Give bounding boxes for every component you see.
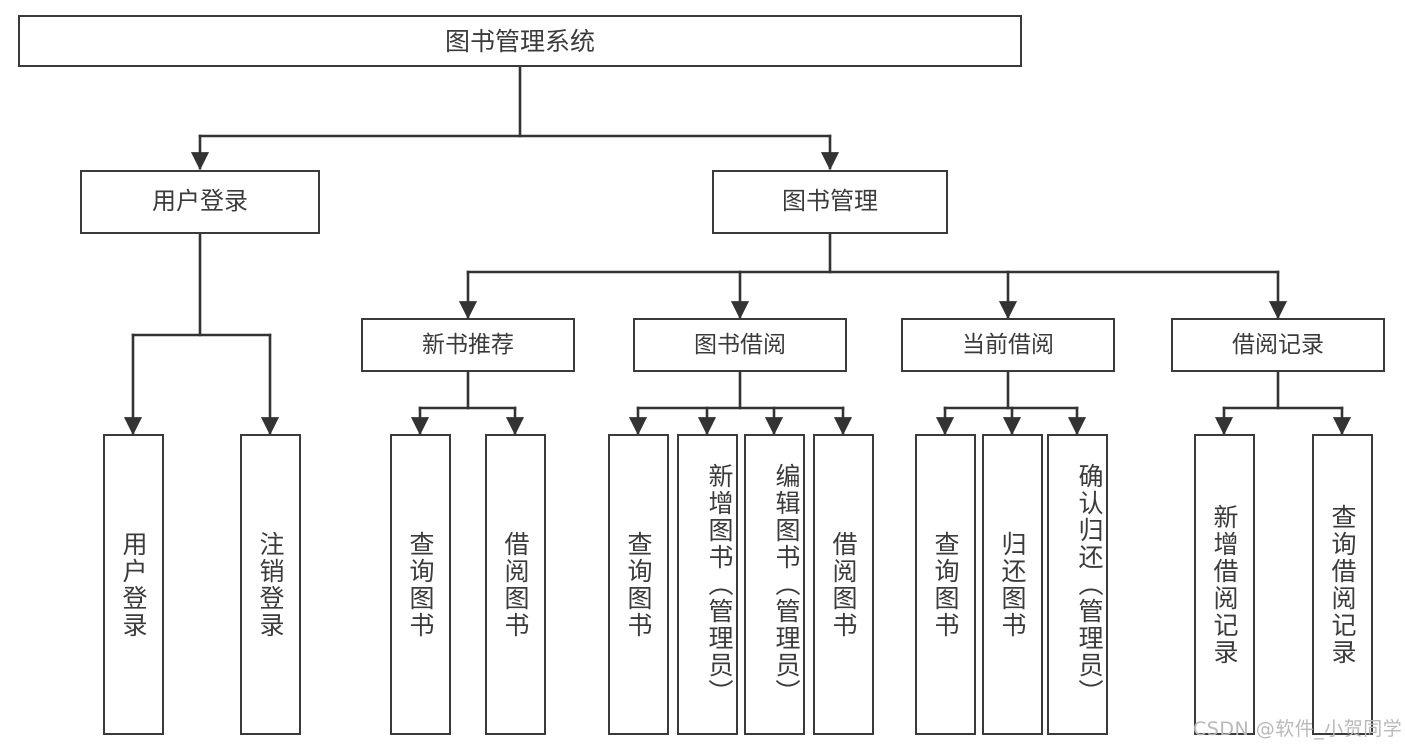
node-new-book-recommend-label: 新书推荐	[422, 331, 514, 358]
node-current-borrow[interactable]: 当前借阅	[901, 318, 1115, 372]
leaf-label: 用户登录	[119, 530, 148, 639]
node-user-login-label: 用户登录	[152, 187, 248, 216]
leaf-label: 编辑图书（管理员）	[772, 463, 801, 706]
leaf-current-return-books[interactable]: 归还图书	[982, 434, 1043, 735]
leaf-label: 归还图书	[998, 530, 1027, 639]
leaf-current-query-books[interactable]: 查询图书	[915, 434, 976, 735]
node-book-management[interactable]: 图书管理	[712, 170, 948, 234]
leaf-label: 注销登录	[256, 530, 285, 639]
node-book-borrow-label: 图书借阅	[694, 331, 786, 358]
watermark-csdn: CSDN @软件_小贺同学	[1193, 718, 1403, 740]
node-borrow-record[interactable]: 借阅记录	[1171, 318, 1385, 372]
leaf-user-login-login[interactable]: 用户登录	[103, 434, 164, 735]
leaf-label: 查询图书	[931, 530, 960, 639]
leaf-borrow-borrow-books[interactable]: 借阅图书	[813, 434, 874, 735]
leaf-new-book-query-books[interactable]: 查询图书	[390, 434, 451, 735]
node-book-borrow[interactable]: 图书借阅	[633, 318, 847, 372]
node-borrow-record-label: 借阅记录	[1232, 331, 1324, 358]
leaf-label: 确认归还（管理员）	[1075, 463, 1104, 706]
leaf-label: 借阅图书	[501, 530, 530, 639]
leaf-label: 新增图书（管理员）	[705, 463, 734, 706]
leaf-new-book-borrow-books[interactable]: 借阅图书	[485, 434, 546, 735]
node-root-book-management-system[interactable]: 图书管理系统	[18, 15, 1022, 67]
leaf-record-query-borrow-record[interactable]: 查询借阅记录	[1312, 434, 1373, 735]
leaf-label: 查询借阅记录	[1328, 503, 1357, 666]
leaf-borrow-add-book-admin[interactable]: 新增图书（管理员）	[677, 434, 738, 735]
leaf-borrow-query-books[interactable]: 查询图书	[608, 434, 669, 735]
leaf-borrow-edit-book-admin[interactable]: 编辑图书（管理员）	[744, 434, 805, 735]
leaf-label: 借阅图书	[829, 530, 858, 639]
node-current-borrow-label: 当前借阅	[962, 331, 1054, 358]
leaf-label: 新增借阅记录	[1210, 503, 1239, 666]
leaf-label: 查询图书	[624, 530, 653, 639]
node-root-label: 图书管理系统	[444, 26, 595, 56]
leaf-current-confirm-return-admin[interactable]: 确认归还（管理员）	[1047, 434, 1108, 735]
node-book-management-label: 图书管理	[782, 187, 878, 216]
leaf-label: 查询图书	[406, 530, 435, 639]
node-new-book-recommend[interactable]: 新书推荐	[361, 318, 575, 372]
node-user-login[interactable]: 用户登录	[80, 170, 320, 234]
leaf-record-add-borrow-record[interactable]: 新增借阅记录	[1194, 434, 1255, 735]
leaf-user-login-logout[interactable]: 注销登录	[240, 434, 301, 735]
